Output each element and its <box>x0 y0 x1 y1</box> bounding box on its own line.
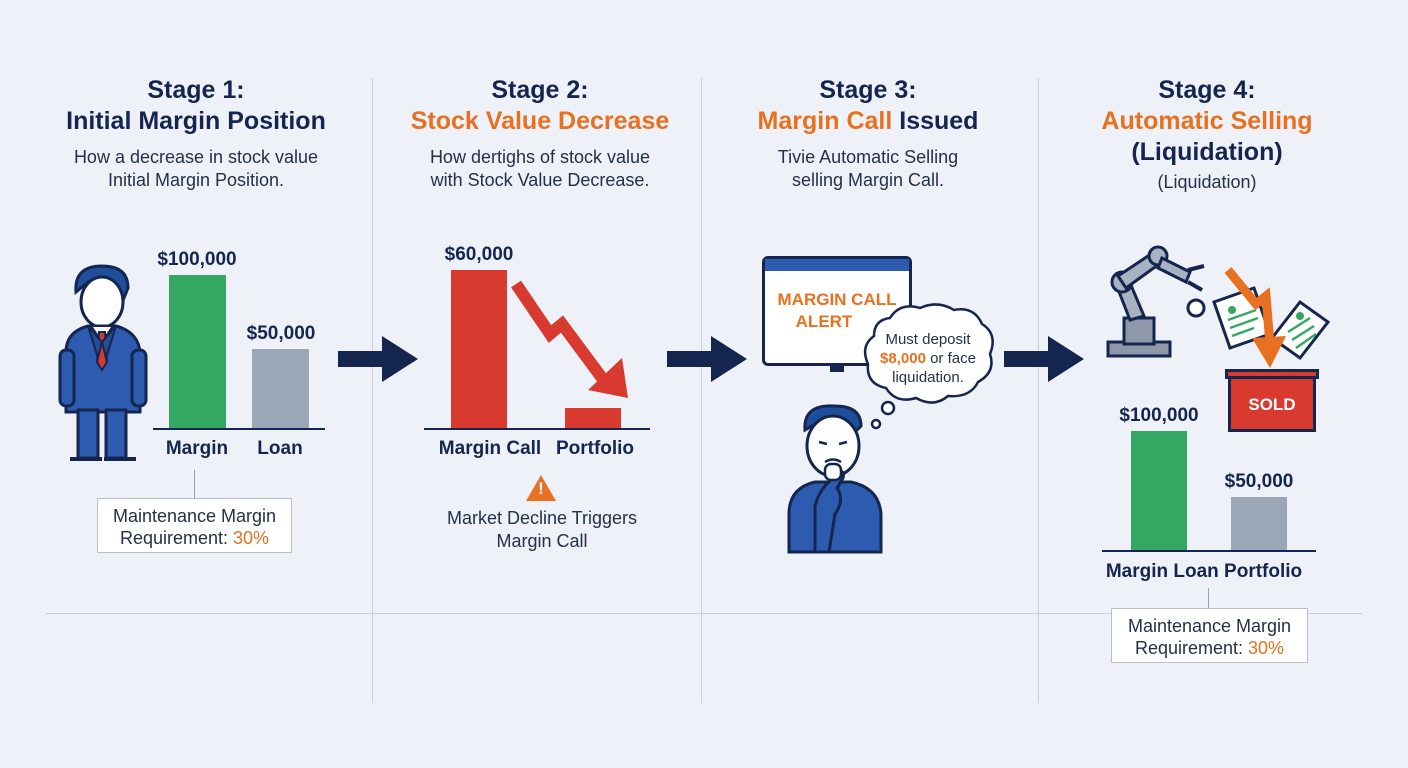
stage-4-bar-loan <box>1231 497 1287 550</box>
stage-1-header: Stage 1: Initial Margin Position How a d… <box>36 76 356 192</box>
stage-4-bars-label: Margin Loan Portfolio <box>1105 561 1303 582</box>
stage-3-desc-1: Tivie Automatic Selling <box>777 147 959 167</box>
stage-3-desc-2: selling Margin Call. <box>791 170 945 190</box>
stage-1-box-line1: Maintenance Margin <box>112 506 277 526</box>
stage-2-title: Stock Value Decrease <box>410 107 670 135</box>
decline-arrow-icon <box>511 280 628 398</box>
stage-2-axis <box>424 428 650 430</box>
stage-4-bar1-value: $100,000 <box>1119 405 1199 426</box>
arrow-right-icon <box>338 336 418 382</box>
alert-text: MARGIN CALL ALERT <box>765 289 909 333</box>
warning-mark: ! <box>538 479 544 498</box>
stage-2-note-2: Margin Call <box>496 531 588 551</box>
worried-person-icon <box>787 404 883 554</box>
sold-bin: SOLD <box>1225 369 1319 432</box>
arrow-right-icon <box>667 336 747 382</box>
stage-4-box-pct: 30% <box>1248 638 1285 658</box>
stage-1-bar-loan <box>252 349 309 428</box>
stage-2-desc-1: How dertighs of stock value <box>429 147 651 167</box>
stage-2-bar-margin-call <box>451 270 507 428</box>
stage-4-bar2-value: $50,000 <box>1224 471 1294 492</box>
bubble-line-3: liquidation. <box>892 369 964 386</box>
stage-4-title-line1: Automatic Selling <box>1101 107 1313 135</box>
stage-1-connector <box>194 470 195 498</box>
bubble-text: Must deposit $8,000 or face liquidation. <box>866 330 990 387</box>
stage-2-label: Stage 2: <box>491 76 589 104</box>
robot-arm-icon <box>1106 245 1206 358</box>
stage-4-connector <box>1208 588 1209 608</box>
stage-1-bar2-label: Loan <box>257 438 303 459</box>
stage-1-label: Stage 1: <box>147 76 245 104</box>
sold-label: SOLD <box>1248 395 1296 414</box>
divider-3 <box>1038 78 1039 703</box>
divider-1 <box>372 78 373 703</box>
stage-3-label: Stage 3: <box>819 76 917 104</box>
stage-3-title-orange: Margin Call <box>757 107 893 135</box>
stage-1-maintenance-box: Maintenance Margin Requirement: 30% <box>97 498 292 553</box>
warning-icon <box>526 475 556 501</box>
monitor-stand <box>830 366 844 372</box>
stage-4-axis <box>1102 550 1316 552</box>
stage-1-axis <box>153 428 325 430</box>
document-icon <box>1269 299 1331 361</box>
stage-4-maintenance-box: Maintenance Margin Requirement: 30% <box>1111 608 1308 663</box>
stage-2-note: Market Decline Triggers Margin Call <box>392 507 692 553</box>
thought-bubble-icon <box>863 303 994 430</box>
stage-2-header: Stage 2: Stock Value Decrease How dertig… <box>380 76 700 192</box>
sell-arrow-icon <box>1224 267 1286 368</box>
stage-1-bar1-value: $100,000 <box>157 249 237 270</box>
baseline-divider <box>46 613 1362 614</box>
stage-1-box-line2: Requirement: 30% <box>119 528 270 548</box>
stage-2-bar2-label: Portfolio <box>555 438 635 459</box>
stage-2-bar-portfolio <box>565 408 621 428</box>
stage-2-bar1-label: Margin Call <box>438 438 542 459</box>
stage-1-bar-margin <box>169 275 226 428</box>
stage-1-bar1-label: Margin <box>165 438 229 459</box>
stage-4-box-line1: Maintenance Margin <box>1127 616 1292 636</box>
stage-1-desc-1: How a decrease in stock value <box>73 147 319 167</box>
stage-2-bar1-value: $60,000 <box>444 244 514 265</box>
stage-3-title-navy: Issued <box>892 107 979 135</box>
businessman-icon <box>58 264 148 461</box>
stage-3-header: Stage 3: Margin Call Issued Tivie Automa… <box>708 76 1028 192</box>
stage-4-box-line2: Requirement: 30% <box>1134 638 1285 658</box>
alert-line-1: MARGIN CALL <box>777 290 897 309</box>
bubble-amount: $8,000 <box>880 350 926 367</box>
stage-1-box-pct: 30% <box>233 528 270 548</box>
stage-3-title: Margin Call Issued <box>708 107 1028 136</box>
stage-4-header: Stage 4: Automatic Selling (Liquidation)… <box>1047 76 1367 194</box>
alert-monitor: MARGIN CALL ALERT <box>762 256 912 366</box>
stage-2-desc-2: with Stock Value Decrease. <box>430 170 650 190</box>
stage-1-bar2-value: $50,000 <box>246 323 316 344</box>
stage-1-title: Initial Margin Position <box>66 107 326 135</box>
bubble-line-2: $8,000 or face <box>880 350 976 367</box>
bubble-line-1: Must deposit <box>885 331 971 348</box>
alert-line-2: ALERT <box>795 312 853 331</box>
stage-1-desc-2: Initial Margin Position. <box>107 170 285 190</box>
stage-4-title-line2: (Liquidation) <box>1131 138 1283 166</box>
stage-4-label: Stage 4: <box>1158 76 1256 104</box>
stage-4-bar-margin <box>1131 431 1187 550</box>
arrow-right-icon <box>1004 336 1084 382</box>
divider-2 <box>701 78 702 703</box>
stage-4-subtitle: (Liquidation) <box>1157 172 1257 192</box>
stage-2-note-1: Market Decline Triggers <box>446 508 638 528</box>
